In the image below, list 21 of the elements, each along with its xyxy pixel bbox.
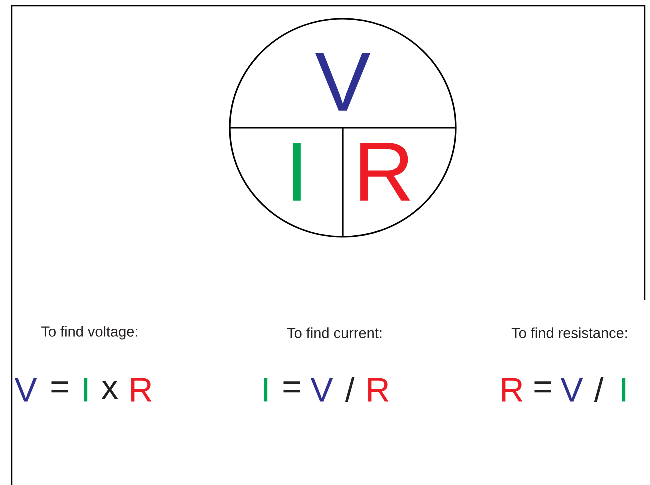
formula-symbol: =	[534, 382, 552, 393]
formula-symbol: /	[594, 378, 604, 402]
formula-symbol: I	[84, 378, 88, 402]
formula-symbol: V	[310, 378, 334, 402]
formula-symbol: /	[345, 378, 355, 402]
formula-symbol: =	[52, 382, 68, 393]
formula-symbol: V	[560, 378, 584, 402]
formula-symbol: I	[622, 378, 626, 402]
formula-symbol: I	[264, 378, 268, 402]
formula-symbol: x	[102, 381, 118, 399]
formula-symbol: =	[284, 382, 300, 393]
instruction-text: To find voltage:	[42, 326, 138, 340]
instruction-text: To find current:	[287, 328, 382, 338]
formula-symbol: R	[502, 378, 523, 402]
formula-symbol: R	[368, 378, 389, 402]
instruction-text: To find resistance:	[512, 328, 628, 338]
variable-letter: I	[293, 143, 301, 201]
formula-symbol: R	[132, 378, 152, 402]
formula-symbol: V	[14, 378, 38, 402]
variable-letter: V	[315, 53, 371, 111]
variable-letter: R	[360, 143, 410, 201]
